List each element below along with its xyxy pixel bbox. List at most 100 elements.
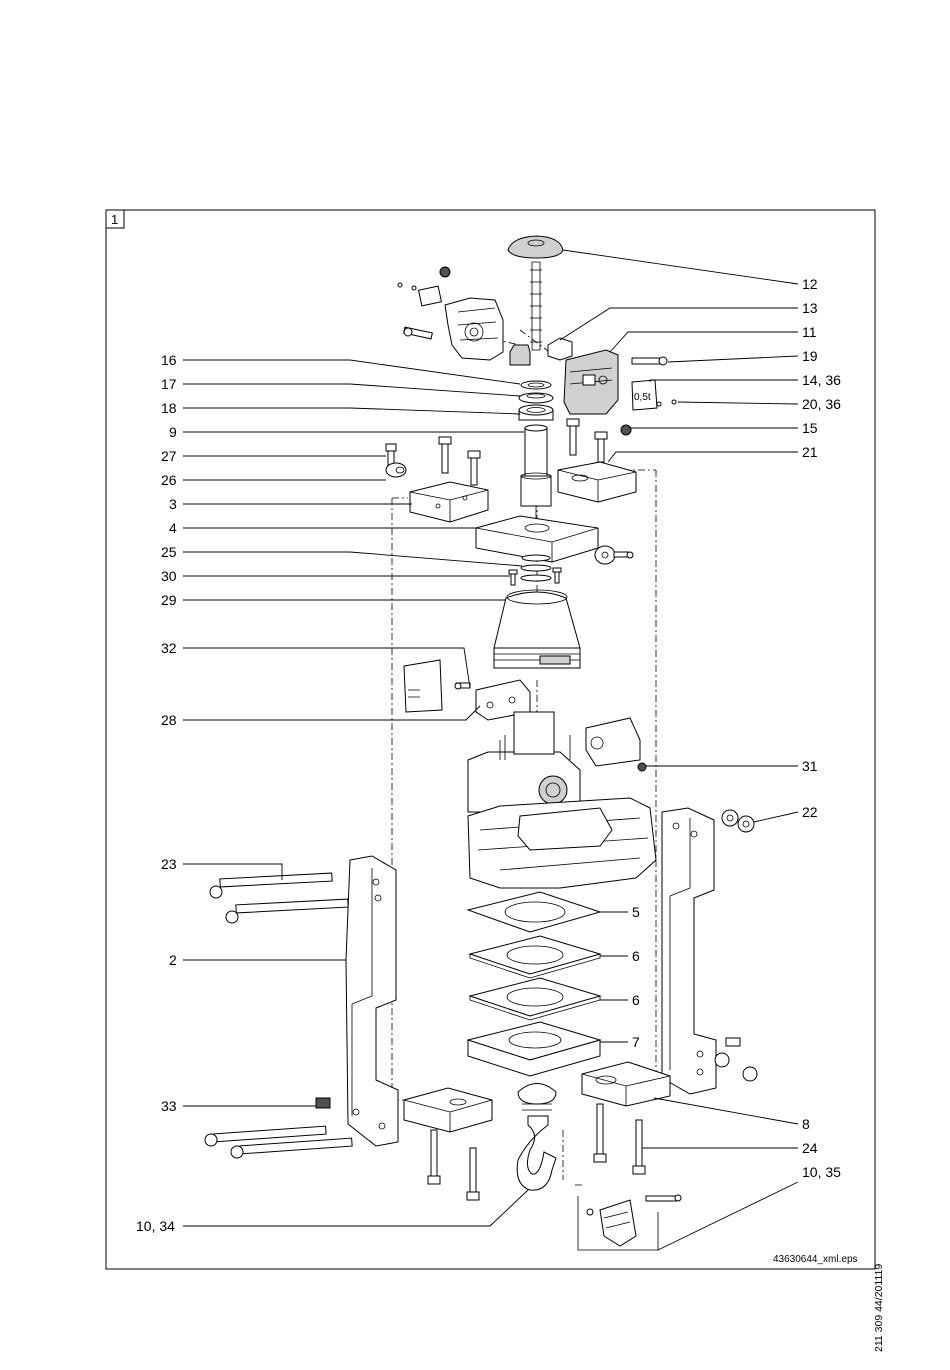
- leader-18: [183, 408, 520, 414]
- label-5: 5: [632, 904, 640, 920]
- label-7: 7: [632, 1034, 640, 1050]
- block-part-3: [410, 482, 488, 522]
- plate-part-6a: [470, 936, 600, 978]
- label-10-35: 10, 35: [802, 1164, 841, 1180]
- side-plate-part-2: [346, 856, 398, 1146]
- leader-20-36: [678, 402, 798, 404]
- washer-part-17: [519, 393, 553, 403]
- nuts-lower-right: [715, 1038, 757, 1081]
- safety-latch-part-35: [587, 1195, 681, 1246]
- label-6a: 6: [632, 948, 640, 964]
- leader-19: [668, 356, 798, 362]
- block-part-21: [558, 462, 636, 502]
- plate-part-14: 0,5t: [632, 380, 657, 410]
- label-8: 8: [802, 1116, 810, 1132]
- lower-block-part-8: [582, 1062, 670, 1106]
- label-14-36: 14, 36: [802, 372, 841, 388]
- plate-part-5: [468, 892, 600, 932]
- label-22: 22: [802, 804, 818, 820]
- gear-part: [510, 345, 530, 365]
- rivet-part-20: [672, 400, 676, 404]
- file-name: 43630644_xml.eps: [773, 1254, 858, 1265]
- hook-part-10: [517, 1084, 556, 1191]
- plate-text: 0,5t: [634, 392, 651, 403]
- nuts-part-22: [722, 810, 754, 832]
- nut-top: [440, 267, 450, 277]
- label-10-34: 10, 34: [136, 1218, 175, 1234]
- leader-12: [563, 250, 798, 284]
- label-16: 16: [161, 352, 177, 368]
- label-32: 32: [161, 640, 177, 656]
- side-plate-right: [662, 808, 716, 1094]
- leader-14-36: [650, 380, 798, 382]
- bolt-part-19: [632, 357, 667, 365]
- label-25: 25: [161, 544, 177, 560]
- leader-16: [183, 360, 520, 384]
- plate-part-6b: [470, 978, 600, 1020]
- label-12: 12: [802, 276, 818, 292]
- label-9: 9: [169, 424, 177, 440]
- ring-part-25a: [522, 555, 550, 561]
- label-13: 13: [802, 300, 818, 316]
- cone-part-29: [494, 590, 580, 668]
- vertical-document-code: 211 309 44/201119: [873, 1264, 885, 1352]
- label-31: 31: [802, 758, 818, 774]
- assembly-line-left: [392, 498, 420, 1100]
- ring-part-25c: [521, 575, 551, 581]
- screw-head-b: [412, 286, 416, 290]
- screw-head-a: [398, 283, 402, 287]
- label-11: 11: [802, 324, 817, 340]
- cover-part-32: [404, 660, 442, 712]
- label-21: 21: [802, 444, 818, 460]
- main-housing-part: [468, 712, 580, 812]
- clamp-part-4: [595, 546, 633, 564]
- assembly-line-right: [608, 470, 656, 1080]
- lower-block-left: [404, 1088, 492, 1132]
- gearbox-housing-part-11: [564, 350, 618, 414]
- pin-part-32: [455, 683, 470, 689]
- shaft-part-9: [521, 425, 551, 518]
- plate-part-33: [316, 1098, 330, 1108]
- leader-21: [608, 452, 798, 462]
- yoke-frame-part: [468, 798, 656, 888]
- bolts-lower-left: [205, 1126, 352, 1158]
- label-plate-small: [419, 286, 442, 306]
- side-motor-part-31: [586, 718, 646, 771]
- label-3: 3: [169, 496, 177, 512]
- label-33: 33: [161, 1098, 177, 1114]
- leader-22: [754, 812, 798, 822]
- label-23: 23: [161, 856, 177, 872]
- label-15: 15: [802, 420, 818, 436]
- bracket-part-13: [548, 338, 572, 360]
- label-30: 30: [161, 568, 177, 584]
- leader-13: [560, 308, 798, 340]
- bolt-left-housing: [404, 327, 433, 339]
- label-19: 19: [802, 348, 818, 364]
- label-27: 27: [161, 448, 177, 464]
- leader-8: [654, 1098, 798, 1124]
- side-housing-part: [445, 298, 503, 360]
- label-29: 29: [161, 592, 177, 608]
- screws-block-21: [567, 419, 607, 462]
- label-6b: 6: [632, 992, 640, 1008]
- plate-part-7: [468, 1022, 600, 1076]
- label-18: 18: [161, 400, 177, 416]
- bearing-part-18: [519, 405, 553, 420]
- nut-part-15: [621, 425, 631, 435]
- label-26: 26: [161, 472, 177, 488]
- handle-part-12: [508, 236, 563, 258]
- rivet-part-20b: [657, 402, 661, 406]
- label-24: 24: [802, 1140, 818, 1156]
- label-4: 4: [169, 520, 177, 536]
- ring-part-25b: [521, 565, 551, 571]
- ring-part-16: [521, 381, 551, 389]
- leader-17: [183, 384, 520, 396]
- label-17: 17: [161, 376, 177, 392]
- label-28: 28: [161, 712, 177, 728]
- leader-10-35: [658, 1182, 798, 1250]
- roller-part-26: [386, 463, 406, 477]
- leader-25: [183, 552, 522, 566]
- label-2: 2: [169, 952, 177, 968]
- leader-11: [610, 332, 798, 352]
